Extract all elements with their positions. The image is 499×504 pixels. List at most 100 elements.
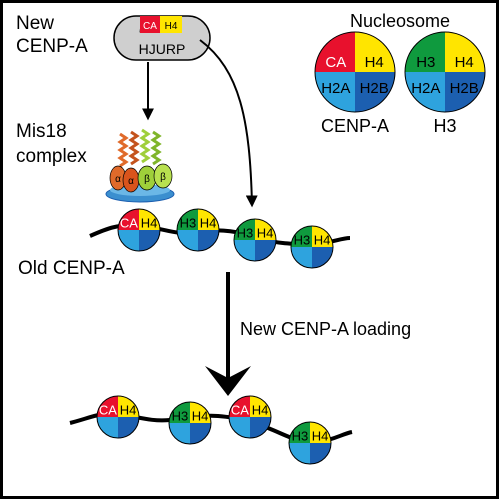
- top-nucleosome-4-outline: [290, 225, 334, 269]
- legend-nucleosome-h3-h4: [445, 32, 485, 72]
- legend-nucleosome-cenpa-outline: [314, 31, 396, 113]
- bottom-nucleosome-3-outline: [228, 395, 272, 439]
- bottom-nucleosome-3-h4-label: H4: [252, 402, 269, 417]
- top-nucleosome-2-top-left: [177, 209, 198, 230]
- bottom-nucleosome-1-h2b: [118, 417, 139, 438]
- top-nucleosome-2-top-left-label: H3: [180, 215, 197, 230]
- legend-nucleosome-h3-h2a-label: H2A: [411, 80, 440, 97]
- legend-nucleosome-cenpa-h4: [355, 32, 395, 72]
- top-nucleosome-4-top-left-label: H3: [294, 232, 311, 247]
- bottom-nucleosome-3-h4: [250, 396, 271, 417]
- top-nucleosome-2-outline: [176, 208, 220, 252]
- legend-h3-label: H3: [433, 116, 456, 136]
- legend-nucleosome-cenpa-h2b-label: H2B: [360, 80, 389, 97]
- bottom-nucleosome-3-top-left: [229, 396, 250, 417]
- bottom-nucleosome-2-h2a: [169, 423, 190, 444]
- bottom-nucleosome-1-h4-label: H4: [120, 402, 137, 417]
- hjurp-complex: HJURP CA H4: [113, 15, 211, 61]
- bottom-nucleosome-4-h2a: [289, 443, 310, 464]
- top-nucleosome-2-h4-label: H4: [200, 215, 217, 230]
- loading-label: New CENP-A loading: [240, 319, 411, 339]
- hjurp-h4-block: [160, 16, 182, 33]
- bottom-nucleosome-2-h2b: [190, 423, 211, 444]
- bottom-nucleosome-2-top-left-label: H3: [172, 408, 189, 423]
- legend-nucleosome-cenpa-h2a: [315, 72, 355, 112]
- bottom-nucleosome-4-top-left-label: H3: [292, 428, 309, 443]
- top-nucleosome-3-outline: [233, 218, 277, 262]
- bottom-nucleosome-4-h4: [310, 422, 331, 443]
- top-nucleosome-1-top-left-label: CA: [120, 215, 138, 230]
- bottom-nucleosome-4-h2b: [310, 443, 331, 464]
- top-nucleosome-4-h4-label: H4: [314, 232, 331, 247]
- hjurp-h4-text: H4: [165, 21, 178, 32]
- arrow-to-chromatin: [199, 39, 258, 208]
- legend-nucleosome-cenpa-h4-label: H4: [365, 54, 384, 71]
- alpha-label-1: α: [115, 174, 121, 185]
- top-nucleosome-4-h2b: [312, 247, 333, 268]
- bottom-nucleosome-1-h4: [118, 396, 139, 417]
- top-nucleosome-4-h2a: [291, 247, 312, 268]
- bottom-nucleosome-2-top-left: [169, 402, 190, 423]
- legend-nucleosome-cenpa-h2a-label: H2A: [321, 80, 350, 97]
- top-nucleosome-3-h2b: [255, 240, 276, 261]
- bottom-nucleosome-2-h4: [190, 402, 211, 423]
- top-nucleosome-1-top-left: [118, 209, 139, 230]
- legend-nucleosome-h3-top-left: [405, 32, 445, 72]
- new-cenpa-label-line1: New: [16, 13, 54, 34]
- legend-nucleosome-cenpa-top-left-label: CA: [325, 54, 346, 71]
- top-nucleosome-3-top-left: [234, 219, 255, 240]
- legend-nucleosome-cenpa-top-left: [315, 32, 355, 72]
- top-nucleosome-4-top-left: [291, 226, 312, 247]
- alpha-helix-2: [128, 130, 140, 166]
- hjurp-ca-text: CA: [143, 21, 157, 32]
- bottom-nucleosome-1-h2a: [97, 417, 118, 438]
- top-nucleosome-4-h4: [312, 226, 333, 247]
- bottom-nucleosome-2-outline: [168, 401, 212, 445]
- alpha-label-2: α: [128, 176, 134, 187]
- top-nucleosome-1-h4: [139, 209, 160, 230]
- top-nucleosome-1-h2a: [118, 230, 139, 251]
- top-nucleosome-1-h4-label: H4: [141, 215, 158, 230]
- beta-domain-2: [153, 163, 173, 189]
- beta-label-1: β: [144, 174, 150, 185]
- beta-helix-2: [150, 130, 162, 166]
- top-nucleosome-3-h4: [255, 219, 276, 240]
- legend-nucleosome-h3-h2a: [405, 72, 445, 112]
- bottom-nucleosome-3-top-left-label: CA: [231, 402, 249, 417]
- new-cenpa-label-line2: CENP-A: [16, 36, 88, 57]
- nucleosome-title: Nucleosome: [350, 11, 450, 31]
- loading-arrow-head: [205, 366, 251, 396]
- bottom-nucleosome-1-outline: [96, 395, 140, 439]
- legend-nucleosome-h3-top-left-label: H3: [416, 54, 435, 71]
- legend-nucleosome-h3-h2b-label: H2B: [450, 80, 479, 97]
- top-nucleosome-2-h2a: [177, 230, 198, 251]
- bottom-nucleosome-1-top-left: [97, 396, 118, 417]
- legend-nucleosome-h3-h4-label: H4: [455, 54, 474, 71]
- legend-nucleosome-cenpa-h2b: [355, 72, 395, 112]
- old-cenpa-label: Old CENP-A: [18, 258, 125, 279]
- beta-helix-1: [139, 128, 151, 164]
- mis18-complex: α α β β: [105, 128, 175, 203]
- top-nucleosome-3-h4-label: H4: [257, 225, 274, 240]
- bottom-nucleosome-4-outline: [288, 421, 332, 465]
- bottom-nucleosome-3-h2b: [250, 417, 271, 438]
- bottom-nucleosome-4-top-left: [289, 422, 310, 443]
- top-nucleosome-3-top-left-label: H3: [237, 225, 254, 240]
- legend-nucleosome-h3-outline: [404, 31, 486, 113]
- legend-nucleosome-h3-h2b: [445, 72, 485, 112]
- top-nucleosome-2-h4: [198, 209, 219, 230]
